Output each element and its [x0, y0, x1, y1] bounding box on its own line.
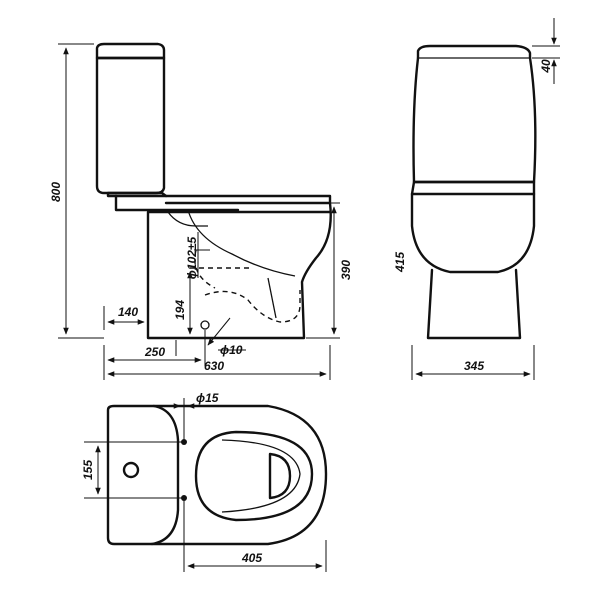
plan-cistern — [106, 404, 180, 546]
flush-pipe — [114, 194, 240, 212]
flush-button-icon — [122, 461, 140, 479]
bolt-hole-top — [181, 439, 187, 445]
bolt-hole-bottom — [181, 495, 187, 501]
dim-phi102-label: ϕ102±5 — [185, 236, 199, 279]
dim-390-label: 390 — [339, 260, 353, 280]
cistern-lid — [95, 42, 166, 60]
dim-155-label: 155 — [81, 460, 95, 480]
plan-dimensions: ϕ15 155 405 — [81, 391, 327, 572]
seat-lid — [164, 194, 332, 205]
front-cistern — [412, 56, 537, 184]
front-pedestal — [426, 268, 522, 340]
rim-detail — [167, 211, 208, 227]
dim-40-label: 40 — [539, 59, 553, 74]
dim-phi15-label: ϕ15 — [196, 391, 219, 405]
side-view — [95, 42, 332, 340]
outlet-circle — [200, 320, 210, 330]
dim-phi10-label: ϕ10 — [220, 343, 243, 357]
front-view — [410, 44, 537, 340]
bowl-outline — [146, 201, 332, 340]
plan-bowl-inner — [194, 430, 314, 522]
front-bowl — [410, 192, 536, 274]
plan-drain — [268, 452, 292, 500]
dim-140-label: 140 — [118, 305, 138, 319]
plan-bowl-outer — [150, 404, 328, 546]
side-dimensions: 800 390 140 194 ϕ102±5 250 ϕ10 630 — [49, 43, 353, 380]
cistern-body — [95, 56, 166, 195]
bowl-inner — [187, 209, 296, 277]
front-dimensions: 40 415 345 — [393, 18, 560, 380]
dim-415-label: 415 — [393, 252, 407, 273]
dim-250-label: 250 — [144, 345, 165, 359]
dim-405-label: 405 — [241, 551, 262, 565]
siphon-line — [267, 277, 277, 319]
front-seat-band — [410, 180, 536, 196]
plan-view — [106, 404, 328, 546]
dim-630-label: 630 — [204, 359, 224, 373]
dim-194-label: 194 — [173, 300, 187, 320]
dim-345-label: 345 — [464, 359, 484, 373]
front-lid — [416, 44, 532, 60]
dim-800-label: 800 — [49, 182, 63, 202]
